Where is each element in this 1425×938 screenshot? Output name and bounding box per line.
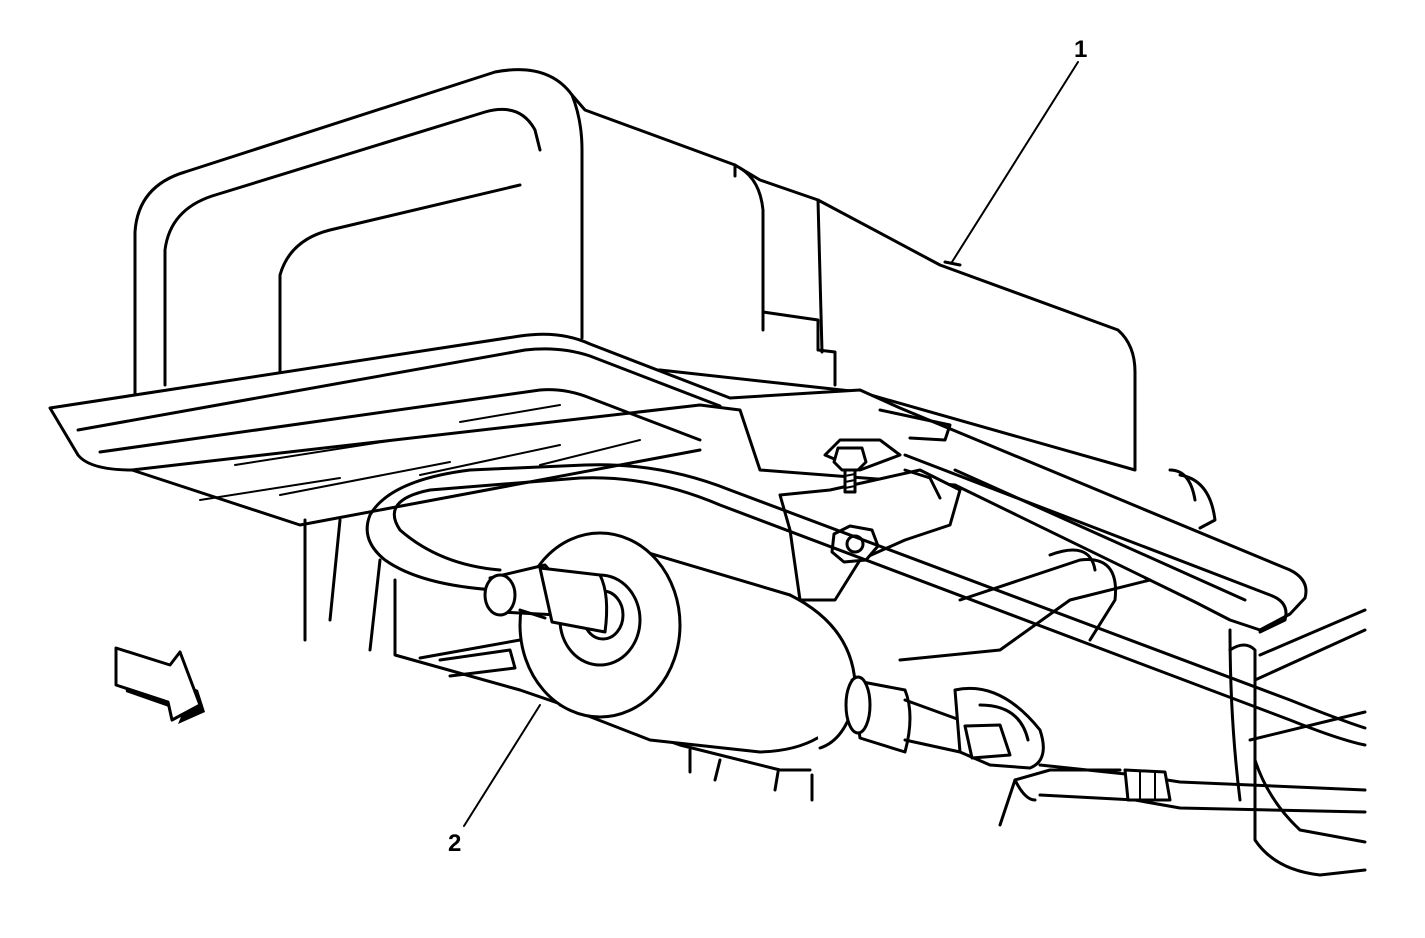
- filter-icon: [483, 531, 1045, 770]
- fuel-lines: [365, 463, 1367, 814]
- upper-bolt-icon: [832, 446, 868, 494]
- leader-lines: [463, 61, 1079, 827]
- leader-line-2: [463, 704, 541, 827]
- tray-bracket: [48, 332, 1308, 634]
- leader-line-1: [951, 61, 1079, 263]
- callout-label-2: 2: [448, 830, 462, 857]
- arrow-icon: [114, 646, 205, 724]
- callout-label-1: 1: [1074, 36, 1088, 63]
